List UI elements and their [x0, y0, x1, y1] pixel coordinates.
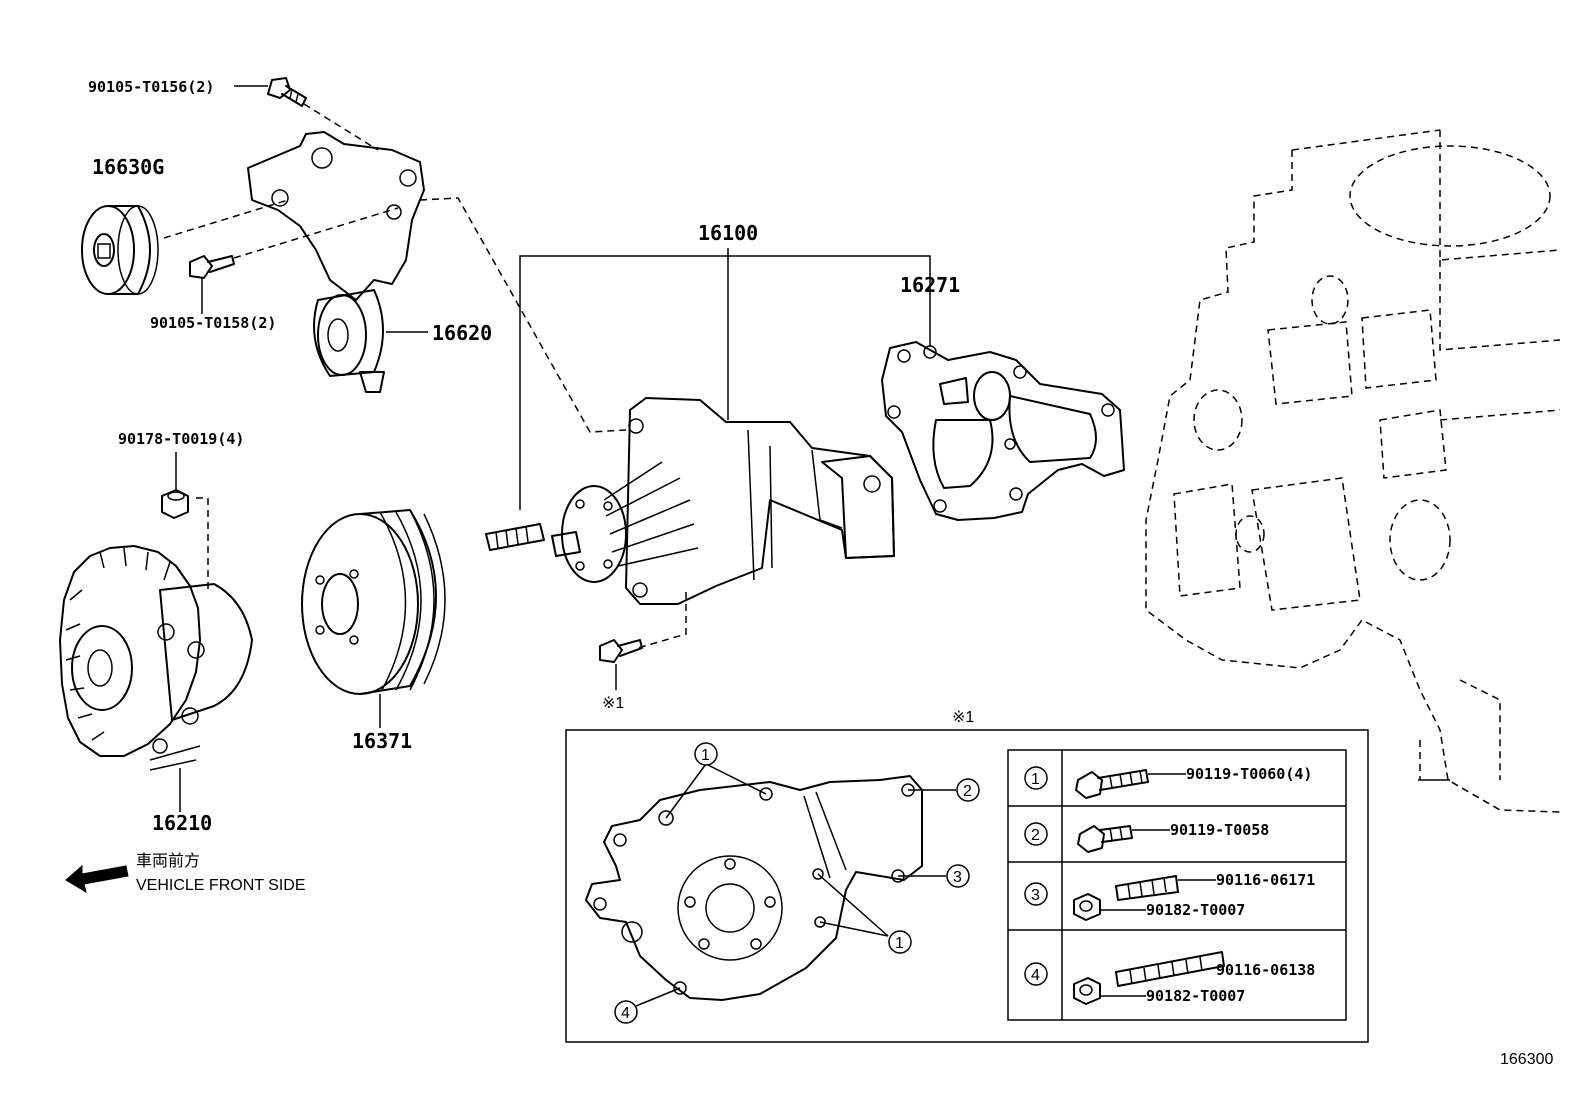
tensioner-16620[interactable] — [247, 131, 425, 393]
svg-text:1: 1 — [701, 747, 710, 764]
callout-2: 2 — [908, 778, 980, 802]
vehicle-front-en: VEHICLE FRONT SIDE — [136, 877, 306, 894]
label-16100: 16100 — [698, 221, 758, 245]
label-90105-T0156: 90105-T0156(2) — [88, 78, 214, 96]
label-90116-06171: 90116-06171 — [1216, 871, 1315, 889]
idler-pulley-16630G[interactable] — [81, 205, 159, 295]
pump-back-view — [585, 775, 923, 1001]
label-ref-1: ※1 — [602, 695, 624, 712]
label-16210: 16210 — [152, 811, 212, 835]
label-16630G: 16630G — [92, 155, 164, 179]
bolt-90105-T0158[interactable] — [189, 255, 235, 279]
engine-block — [1145, 129, 1561, 813]
dash-90105-T0156 — [303, 103, 379, 151]
label-16371: 16371 — [352, 729, 412, 753]
label-16620: 16620 — [432, 321, 492, 345]
water-pump-16100[interactable] — [485, 397, 895, 605]
label-90119-T0060: 90119-T0060(4) — [1186, 765, 1312, 783]
stud-90116-06138[interactable] — [1115, 951, 1225, 987]
table-row-4: 4 90116-06138 90182-T0007 — [1024, 951, 1315, 1005]
bracket-16100 — [519, 255, 931, 510]
callout-4: 4 — [614, 987, 681, 1024]
label-90182-T0007-b: 90182-T0007 — [1146, 987, 1245, 1005]
label-90178-T0019: 90178-T0019(4) — [118, 430, 244, 448]
label-90119-T0058: 90119-T0058 — [1170, 821, 1269, 839]
callout-1-top: 1 — [665, 742, 767, 819]
table-row-2: 2 90119-T0058 — [1024, 821, 1269, 853]
bolt-ref-1[interactable] — [599, 639, 643, 663]
bolt-90105-T0156[interactable] — [267, 77, 307, 107]
gasket-16271[interactable] — [881, 341, 1125, 521]
diagram-code: 166300 — [1500, 1051, 1553, 1068]
callout-1-bottom: 1 — [817, 873, 912, 954]
dash-90105-T0158 — [233, 207, 399, 259]
nut-90178-T0019[interactable] — [161, 489, 189, 519]
vehicle-front-arrow-icon — [65, 864, 129, 894]
bolt-90119-T0060[interactable] — [1075, 769, 1149, 799]
svg-text:1: 1 — [1031, 771, 1040, 788]
label-90116-06138: 90116-06138 — [1216, 961, 1315, 979]
table-row-3: 3 90116-06171 90182-T0007 — [1024, 871, 1315, 921]
parts-table — [1007, 749, 1347, 1021]
callout-3: 3 — [898, 864, 970, 888]
pulley-16371[interactable] — [301, 509, 446, 695]
fan-clutch-16210[interactable] — [59, 545, 253, 771]
label-90105-T0158: 90105-T0158(2) — [150, 314, 276, 332]
svg-text:3: 3 — [953, 869, 962, 886]
svg-text:2: 2 — [1031, 827, 1040, 844]
nut-90182-T0007-b[interactable] — [1073, 977, 1101, 1005]
svg-text:4: 4 — [1031, 967, 1040, 984]
stud-90116-06171[interactable] — [1115, 875, 1179, 901]
svg-text:1: 1 — [895, 935, 904, 952]
table-row-1: 1 90119-T0060(4) — [1024, 765, 1312, 799]
vehicle-front-jp: 車両前方 — [136, 852, 200, 870]
label-16271: 16271 — [900, 273, 960, 297]
dash-90178-T0019 — [196, 497, 209, 590]
dash-tensioner-to-pump — [419, 197, 627, 433]
svg-text:4: 4 — [621, 1005, 630, 1022]
bolt-90119-T0058[interactable] — [1077, 825, 1133, 853]
detail-title: ※1 — [952, 709, 974, 726]
svg-text:3: 3 — [1031, 887, 1040, 904]
detail-box — [565, 729, 1369, 1043]
nut-90182-T0007-a[interactable] — [1073, 893, 1101, 921]
dash-pump-bolt — [637, 592, 687, 649]
svg-text:2: 2 — [963, 783, 972, 800]
label-90182-T0007-a: 90182-T0007 — [1146, 901, 1245, 919]
